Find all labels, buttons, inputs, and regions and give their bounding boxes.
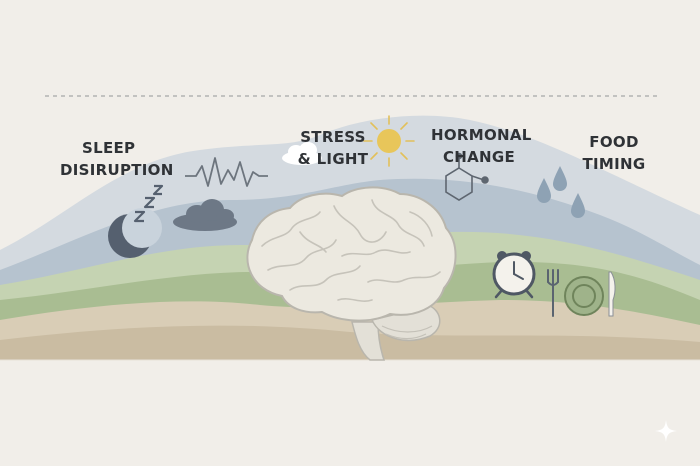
plate-icon bbox=[564, 276, 604, 316]
sparkle-icon bbox=[655, 420, 677, 442]
label-food-timing: FOOD TIMING bbox=[578, 131, 650, 175]
molecule-icon bbox=[445, 152, 489, 201]
crescent-moon-icon bbox=[108, 208, 162, 258]
label-food-line2: TIMING bbox=[582, 155, 646, 173]
label-stress-line1: STRESS bbox=[300, 128, 366, 146]
zigzag-wave-icon bbox=[185, 157, 268, 187]
label-hormonal-change: HORMONAL CHANGE bbox=[431, 124, 532, 168]
label-sleep-line2: DISIRUPTION bbox=[60, 161, 174, 179]
wave-sand-front bbox=[0, 325, 700, 360]
cloud-icon bbox=[173, 199, 237, 231]
label-food-line1: FOOD bbox=[589, 133, 639, 151]
brain-icon bbox=[246, 186, 457, 361]
label-stress-line2: & LIGHT bbox=[297, 150, 369, 168]
label-hormonal-line2: CHANGE bbox=[442, 148, 516, 166]
sleep-z-icon bbox=[133, 184, 164, 223]
water-drops-icon bbox=[537, 166, 585, 218]
label-stress-light: STRESS & LIGHT bbox=[296, 126, 370, 170]
label-sleep-disruption: SLEEP DISIRUPTION bbox=[60, 137, 174, 181]
sun-icon bbox=[363, 115, 415, 167]
alarm-clock-icon bbox=[492, 251, 536, 299]
label-sleep-line1: SLEEP bbox=[82, 139, 136, 157]
fork-icon bbox=[547, 269, 559, 317]
small-cloud-icon bbox=[282, 142, 322, 165]
knife-icon bbox=[608, 271, 616, 317]
label-hormonal-line1: HORMONAL bbox=[431, 126, 532, 144]
